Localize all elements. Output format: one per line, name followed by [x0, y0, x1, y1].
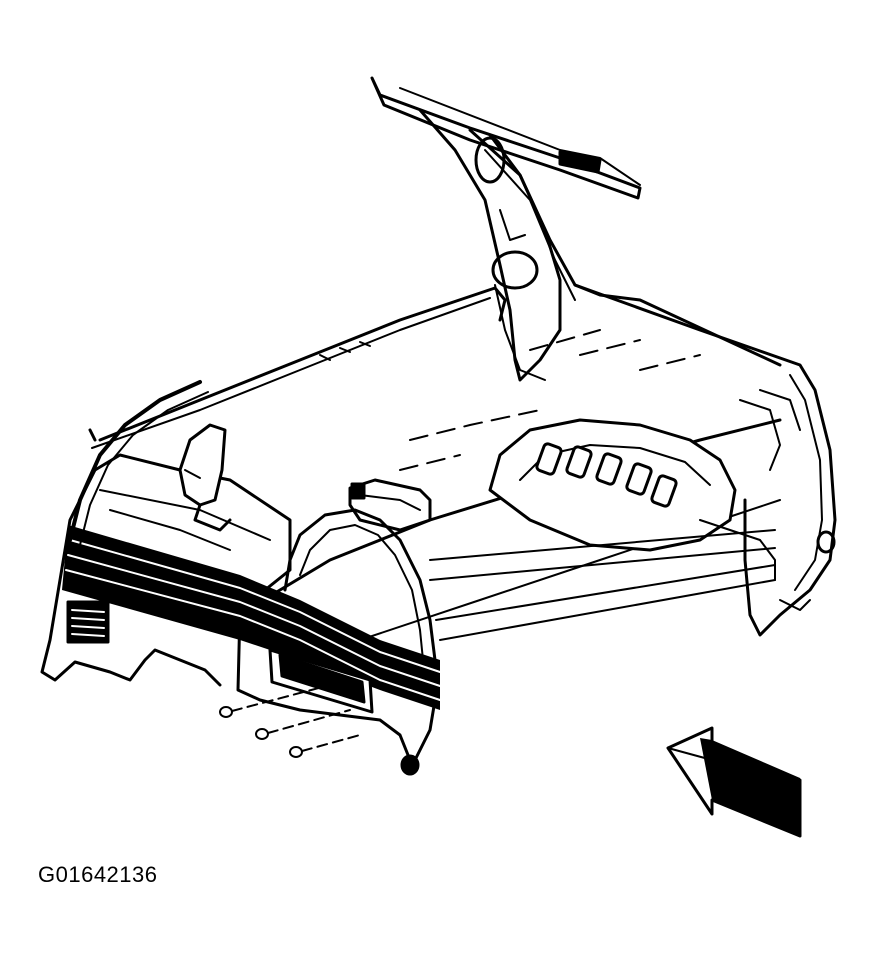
- extension-rails: [429, 519, 776, 641]
- rear-pillar: [418, 108, 782, 382]
- vent-grille: [66, 600, 110, 644]
- left-inner-bracket: [178, 423, 232, 532]
- license-pocket: [268, 648, 374, 714]
- center-bracket: [348, 478, 432, 532]
- figure-id-label: G01642136: [38, 862, 158, 887]
- fastener: [219, 684, 331, 718]
- wheelhouse-slots: [535, 442, 678, 508]
- quarter-inner-panel: [91, 286, 507, 449]
- fastener: [255, 709, 351, 740]
- right-quarter-panel: [573, 283, 837, 637]
- fastener: [289, 734, 361, 758]
- upper-rear-arch-molding: [68, 380, 209, 546]
- roof-rail-flange: [370, 76, 642, 200]
- direction-arrow-icon: [666, 726, 802, 838]
- trim-panel-slots: [62, 525, 441, 710]
- retaining-fasteners: [219, 684, 361, 758]
- floor-panel: [228, 329, 782, 641]
